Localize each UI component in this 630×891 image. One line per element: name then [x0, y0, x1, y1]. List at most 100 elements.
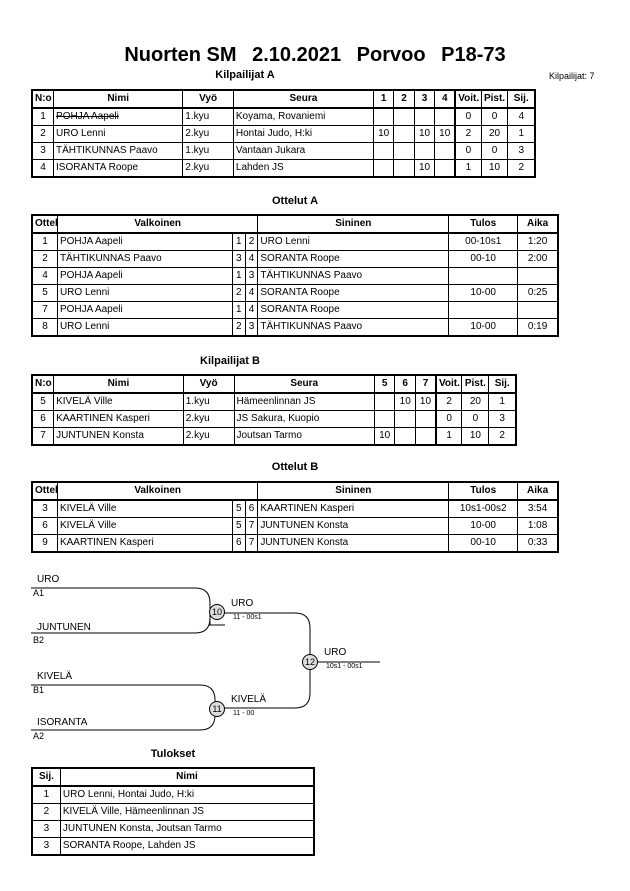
score-cell: 10 — [413, 125, 436, 143]
wins-cell: 0 — [454, 107, 482, 126]
score-cell — [414, 427, 437, 446]
col-header: Sij. — [31, 767, 61, 787]
score-cell — [434, 159, 457, 178]
event-category: P18-73 — [441, 44, 506, 66]
col-header: Seura — [233, 374, 375, 394]
col-header: Aika — [517, 214, 559, 234]
white-number: 6 — [231, 534, 246, 553]
score-cell — [434, 142, 457, 160]
match-11-marker: 11 — [209, 701, 225, 717]
col-header: Seura — [232, 89, 374, 109]
place-cell: 1 — [507, 125, 536, 143]
result-name: KIVELÄ Ville, Hämeenlinnan JS — [59, 803, 315, 821]
competitor-club: Koyama, Rovaniemi — [232, 107, 374, 126]
results-title: Tulokset — [150, 748, 196, 760]
col-header: Sij. — [488, 374, 517, 394]
match-result — [448, 301, 519, 319]
competitor-number: 5 — [31, 392, 55, 411]
white-number: 2 — [231, 318, 246, 337]
competitor-belt: 2.kyu — [182, 159, 234, 178]
result-place: 3 — [31, 837, 61, 856]
competitor-belt: 1.kyu — [182, 142, 234, 160]
result-place: 2 — [31, 803, 61, 821]
blue-number: 3 — [244, 267, 259, 285]
blue-competitor: SORANTA Roope — [257, 250, 450, 268]
score-cell: 10 — [372, 125, 395, 143]
col-header: N:o — [31, 374, 55, 394]
pool-b-table: N:o Nimi Vyö Seura 5 6 7 Voit. Pist. Sij… — [31, 374, 517, 446]
match-number: 1 — [31, 232, 58, 251]
white-number: 2 — [231, 284, 246, 302]
col-header: Tulos — [448, 481, 519, 501]
col-header: Vyö — [182, 89, 234, 109]
match-time: 0:19 — [517, 318, 559, 337]
score-cell — [413, 142, 436, 160]
match-number: 4 — [31, 267, 58, 285]
score-cell — [372, 142, 395, 160]
table-row: 7 JUNTUNEN Konsta 2.kyu Joutsan Tarmo 10… — [31, 427, 517, 446]
table-row: 1 POHJA Aapeli 1 2 URO Lenni 00-10s1 1:2… — [31, 232, 559, 251]
match-12-marker: 12 — [302, 654, 318, 670]
col-header: Pist. — [461, 374, 490, 394]
bracket-entry-a2: ISORANTA — [37, 717, 88, 728]
result-place: 1 — [31, 785, 61, 804]
col-header: 1 — [372, 89, 395, 109]
final-winner: URO — [324, 647, 347, 658]
competitor-number: 7 — [31, 427, 55, 446]
pool-b-title: Kilpailijat B — [200, 355, 260, 367]
score-cell — [434, 107, 457, 126]
place-cell: 2 — [507, 159, 536, 178]
score-cell — [394, 410, 416, 428]
score-cell — [393, 107, 415, 126]
col-header: 6 — [394, 374, 416, 394]
col-header: Nimi — [59, 767, 315, 787]
match-result: 10s1-00s2 — [448, 499, 519, 518]
match-number: 7 — [31, 301, 58, 319]
blue-competitor: JUNTUNEN Konsta — [257, 517, 450, 535]
event-location: Porvoo — [356, 44, 426, 66]
white-competitor: KIVELÄ Ville — [56, 499, 233, 518]
table-row: 9 KAARTINEN Kasperi 6 7 JUNTUNEN Konsta … — [31, 534, 559, 553]
bracket-entry-b1: KIVELÄ — [37, 671, 73, 682]
col-header: Nimi — [53, 89, 184, 109]
white-competitor: POHJA Aapeli — [56, 267, 233, 285]
col-header: Sininen — [257, 214, 450, 234]
competitor-name: ISORANTA Roope — [53, 159, 184, 178]
score-cell — [393, 125, 415, 143]
table-row: 3 TÄHTIKUNNAS Paavo 1.kyu Vantaan Jukara… — [31, 142, 536, 160]
wins-cell: 2 — [435, 392, 463, 411]
white-number: 5 — [231, 517, 246, 535]
col-header: N:o — [31, 89, 55, 109]
event-name: Nuorten SM — [124, 44, 237, 66]
match-11-winner: KIVELÄ — [231, 694, 267, 705]
match-number: 9 — [31, 534, 58, 553]
match-number: 3 — [31, 499, 58, 518]
competitor-number: 1 — [31, 107, 55, 126]
result-place: 3 — [31, 820, 61, 838]
white-competitor: POHJA Aapeli — [56, 232, 233, 251]
wins-cell: 0 — [435, 410, 463, 428]
match-11-score: 11 - 00 — [233, 710, 255, 717]
competitor-club: Joutsan Tarmo — [233, 427, 375, 446]
match-number: 6 — [31, 517, 58, 535]
white-number: 5 — [231, 499, 246, 518]
bracket-seed-b2: B2 — [33, 635, 45, 645]
white-competitor: POHJA Aapeli — [56, 301, 233, 319]
table-row: 1 URO Lenni, Hontai Judo, H:ki — [31, 785, 315, 804]
competitor-belt: 1.kyu — [182, 107, 234, 126]
col-header: Ottelu — [31, 214, 58, 234]
match-time: 0:25 — [517, 284, 559, 302]
table-row: 5 KIVELÄ Ville 1.kyu Hämeenlinnan JS 10 … — [31, 392, 517, 411]
col-header: Aika — [517, 481, 559, 501]
competitor-name: KIVELÄ Ville — [53, 392, 184, 411]
match-number: 8 — [31, 318, 58, 337]
competitor-club: Vantaan Jukara — [232, 142, 374, 160]
col-header: Sininen — [257, 481, 450, 501]
match-result: 00-10 — [448, 250, 519, 268]
match-result: 10-00 — [448, 318, 519, 337]
col-header: Valkoinen — [56, 481, 259, 501]
points-cell: 20 — [461, 392, 490, 411]
matches-a-table: Ottelu Valkoinen Sininen Tulos Aika 1 PO… — [31, 214, 559, 337]
competitor-number: 3 — [31, 142, 55, 160]
white-competitor: KAARTINEN Kasperi — [56, 534, 233, 553]
